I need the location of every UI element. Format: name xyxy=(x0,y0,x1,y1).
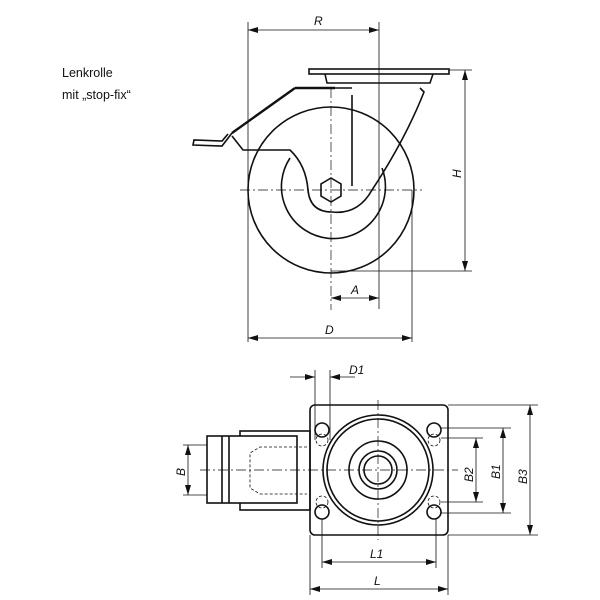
caption-line-1: Lenkrolle xyxy=(62,66,113,80)
dim-L1-label: L1 xyxy=(370,547,383,561)
dim-D1-label: D1 xyxy=(349,363,364,377)
brake-pedal xyxy=(192,132,233,147)
dim-L-label: L xyxy=(374,574,381,588)
wheel-inner xyxy=(280,157,387,240)
dim-B1-label: B1 xyxy=(489,464,503,479)
dim-B-label: B xyxy=(174,468,188,476)
dim-B2-label: B2 xyxy=(462,467,476,482)
dim-H-label: H xyxy=(450,169,464,178)
top-view: D1 B B2 B1 B3 L1 L xyxy=(174,363,538,595)
fork xyxy=(231,87,425,214)
dim-D-label: D xyxy=(325,323,334,337)
brake-housing xyxy=(206,435,298,504)
bolt-hole xyxy=(314,504,330,520)
brake-lever-arm xyxy=(231,86,335,134)
dim-A-label: A xyxy=(350,283,359,297)
bolt-hole xyxy=(314,422,330,438)
dim-R-label: R xyxy=(314,14,323,28)
dim-B3-label: B3 xyxy=(516,469,530,484)
side-view: R H A D xyxy=(192,14,472,342)
bolt-hole xyxy=(426,504,442,520)
plate-base xyxy=(324,73,434,84)
bolt-hole xyxy=(426,422,442,438)
caption-line-2: mit „stop-fix“ xyxy=(62,88,131,102)
